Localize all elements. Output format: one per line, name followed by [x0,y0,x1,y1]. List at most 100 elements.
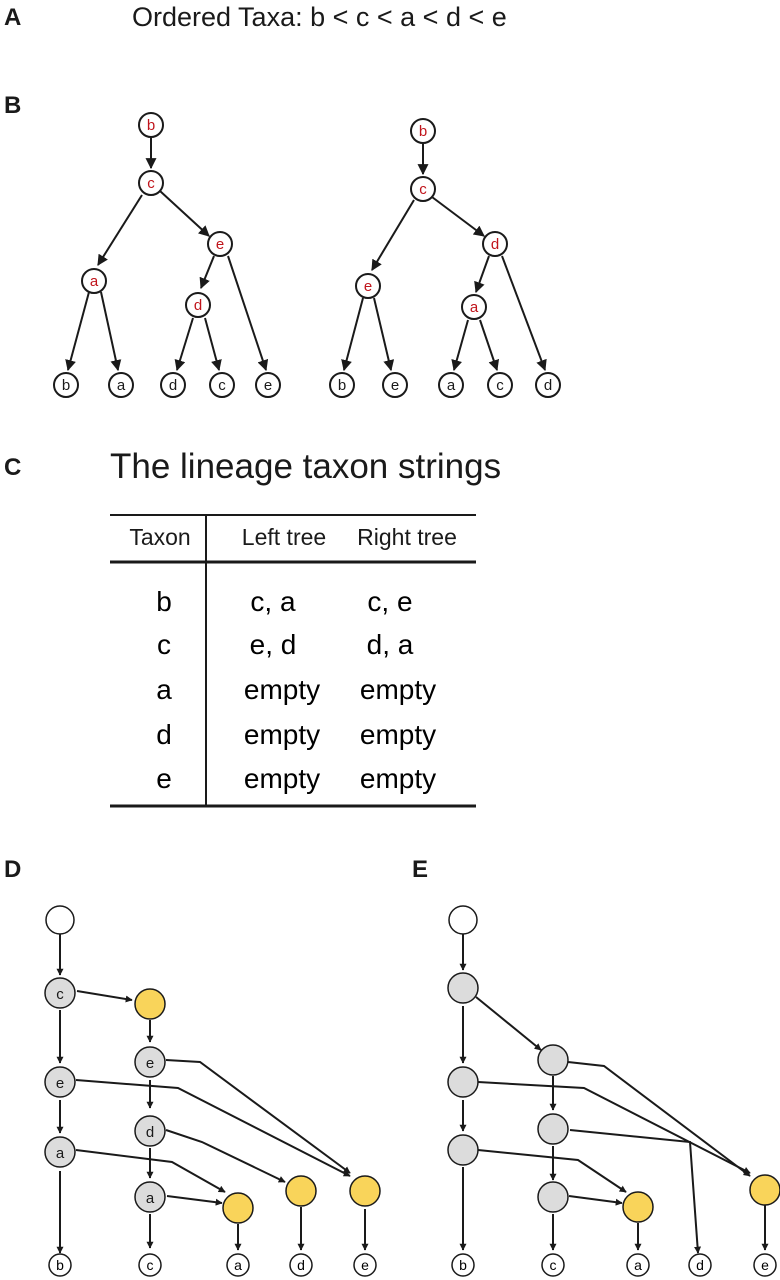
d-node-a2-label: a [146,1190,155,1207]
right-leaf-c [487,372,513,398]
right-node-e [355,273,381,299]
right-node-e-label: e [364,278,372,295]
left-node-c [138,170,164,196]
table-cell: empty [360,674,436,705]
right-node-d-label: d [491,236,499,253]
left-node-a-label: a [90,273,99,290]
left-node-b [138,112,164,138]
right-node-c [410,176,436,202]
left-leaf-d [160,372,186,398]
panel-label-e: E [412,856,429,883]
right-node-a-label: a [470,299,479,316]
left-leaf-a-label: a [117,377,126,394]
left-node-a [81,268,107,294]
d-leaf-a [226,1253,250,1277]
table-header-taxon: Taxon [129,524,190,550]
ordered-taxa-text: Ordered Taxa: b < c < a < d < e [132,2,507,32]
right-leaf-d [535,372,561,398]
right-tree-nodes: b c e d a b e a c d [329,118,561,398]
right-node-c-label: c [419,181,427,198]
panel-d-nodes: c e a e d a b c a d e [44,905,381,1277]
left-leaf-d-label: d [169,377,177,394]
e-leaf-a [626,1253,650,1277]
e-leaf-c [541,1253,565,1277]
right-leaf-d-label: d [544,377,552,394]
right-leaf-a [438,372,464,398]
right-leaf-e-label: e [391,377,399,394]
d-node-e [44,1066,76,1098]
e-leaf-a-label: a [634,1257,642,1273]
d-leaf-a-label: a [234,1257,242,1273]
right-node-b-label: b [419,123,427,140]
right-node-a [461,294,487,320]
left-node-d-label: d [194,297,202,314]
panel-label-a: A [4,4,22,31]
panel-e-nodes: b c a d e [447,905,780,1277]
d-node-e2 [134,1046,166,1078]
panel-e-edges [459,932,769,1254]
right-leaf-c-label: c [496,377,504,394]
right-leaf-b [329,372,355,398]
table-cell: d, a [367,629,414,660]
e-leaf-b [451,1253,475,1277]
d-node-e-label: e [56,1075,64,1092]
d-leaf-d-label: d [297,1257,305,1273]
left-leaf-c [209,372,235,398]
table-cell: empty [244,719,320,750]
e-leaf-e [753,1253,777,1277]
table-cell: e [156,763,172,794]
d-yellow-node-3 [285,1175,317,1207]
panel-d-edges [56,932,369,1254]
left-node-d [185,292,211,318]
table-cell: e, d [250,629,297,660]
d-yellow-node-4 [349,1175,381,1207]
e-leaf-c-label: c [550,1257,557,1273]
e-leaf-b-label: b [459,1257,467,1273]
table-cell: c, a [250,586,296,617]
table-cell: empty [360,719,436,750]
d-leaf-d [289,1253,313,1277]
d-leaf-b [48,1253,72,1277]
table-cell: a [156,674,172,705]
left-leaf-b-label: b [62,377,70,394]
d-yellow-node-1 [134,988,166,1020]
left-node-e-label: e [216,236,224,253]
right-node-d [482,231,508,257]
left-node-b-label: b [147,117,155,134]
d-yellow-node-2 [222,1192,254,1224]
e-leaf-d [688,1253,712,1277]
e-yellow-node-1 [622,1191,654,1223]
left-node-e [207,231,233,257]
left-leaf-c-label: c [218,377,226,394]
e-leaf-e-label: e [761,1257,769,1273]
right-node-b [410,118,436,144]
d-node-e2-label: e [146,1055,154,1072]
d-leaf-c [138,1253,162,1277]
table-title: The lineage taxon strings [110,447,502,486]
table-header-right: Right tree [357,524,457,550]
d-node-a-label: a [56,1145,65,1162]
panel-label-d: D [4,856,22,883]
d-node-a [44,1136,76,1168]
d-node-d [134,1115,166,1147]
e-gray-node-3 [447,1134,479,1166]
right-tree [341,144,547,372]
e-gray-node-4 [537,1044,569,1076]
left-leaf-e-label: e [264,377,272,394]
d-node-c [44,977,76,1009]
e-gray-node-6 [537,1181,569,1213]
lineage-table: Taxon Left tree Right tree b c, a c, e c… [110,514,476,808]
d-leaf-b-label: b [56,1257,64,1273]
table-cell: c [157,629,171,660]
d-leaf-c-label: c [147,1257,154,1273]
table-cell: c, e [367,586,412,617]
d-leaf-e [353,1253,377,1277]
table-cell: empty [244,763,320,794]
table-cell: empty [360,763,436,794]
e-gray-node-1 [447,972,479,1004]
d-node-c-label: c [56,986,64,1003]
d-node-d-label: d [146,1124,154,1141]
right-leaf-b-label: b [338,377,346,394]
left-leaf-b [53,372,79,398]
